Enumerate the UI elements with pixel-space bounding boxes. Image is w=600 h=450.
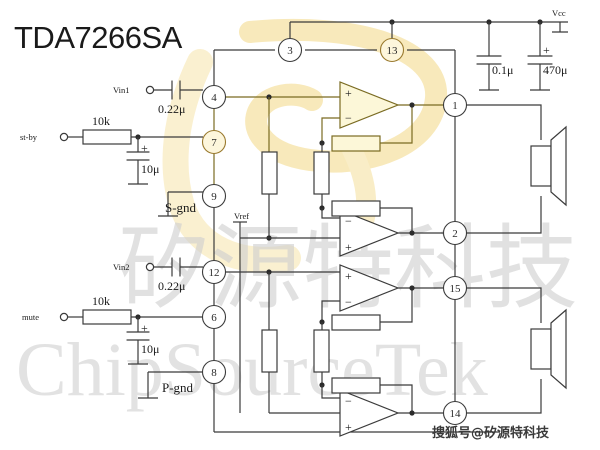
cap-0p1u: 0.1μ	[476, 22, 513, 91]
pin-6[interactable]: 6	[201, 304, 227, 330]
pin-15-number: 15	[450, 283, 462, 295]
pin-13-number: 13	[387, 45, 399, 57]
vref-label: Vref	[234, 211, 249, 221]
opamp-3-minus-input: −	[345, 295, 352, 309]
opamp-1-feedback-resistor	[331, 135, 381, 152]
pin-1-number: 1	[452, 100, 458, 112]
s-gnd-label: S-gnd	[165, 200, 197, 215]
cap-470u-polarity: +	[543, 43, 550, 57]
opamp-1-gain-resistor	[313, 151, 330, 195]
pin-8-number: 8	[211, 367, 217, 379]
watermark-latin-brand: ChipSourceTek	[16, 328, 488, 412]
ground-s-gnd: S-gnd	[158, 191, 203, 217]
pin-2-number: 2	[452, 228, 458, 240]
cap-0p1u-value: 0.1μ	[492, 63, 513, 77]
page-title: TDA7266SA	[14, 20, 183, 55]
pin-4[interactable]: 4	[201, 84, 227, 110]
cap-470u: + 470μ	[527, 22, 567, 91]
pin-row-top	[213, 49, 456, 97]
pin-15[interactable]: 15	[442, 275, 468, 301]
vcc-label: Vcc	[552, 8, 566, 18]
opamp-3-gain-resistor	[313, 329, 330, 373]
junction-dot	[409, 230, 415, 236]
bias-resistor-bottom	[261, 329, 278, 373]
cap-470u-value: 470μ	[543, 63, 567, 77]
opamp-4-feedback-resistor	[331, 377, 381, 394]
speaker-top-cone	[550, 125, 567, 207]
junction-dot	[409, 285, 415, 291]
opamp-3-body	[339, 264, 400, 312]
opamp-2-plus-input: +	[345, 240, 352, 254]
opamp-1-minus-input: −	[345, 111, 352, 125]
speaker-bottom-cone	[550, 308, 567, 390]
mute-resistor-value: 10k	[92, 294, 110, 308]
speaker-bottom-body	[530, 328, 552, 370]
st-by-resistor-value: 10k	[92, 114, 110, 128]
pin-6-number: 6	[211, 312, 217, 324]
pin-14-number: 14	[450, 408, 462, 420]
pin-9-number: 9	[211, 191, 217, 203]
st-by-cap-polarity: +	[141, 141, 148, 155]
mute-terminal-label: mute	[22, 312, 39, 322]
opamp-2: − +	[321, 200, 443, 257]
speaker-bottom	[466, 287, 567, 414]
vin1-cap-value: 0.22μ	[158, 102, 185, 116]
mute-cap-polarity: +	[141, 321, 148, 335]
opamp-3-feedback-resistor	[331, 314, 381, 331]
st-by-cap-value: 10μ	[141, 162, 159, 176]
mute-resistor	[82, 309, 132, 325]
opamp-1-plus-input: +	[345, 86, 352, 100]
opamp-3: + −	[313, 264, 443, 388]
opamp-1-body	[339, 81, 400, 129]
ground-p-gnd: P-gnd	[138, 371, 203, 399]
opamp-2-minus-input: −	[345, 214, 352, 228]
pin-3-number: 3	[287, 45, 293, 57]
opamp-1: + −	[313, 81, 443, 211]
pin-4-number: 4	[211, 92, 217, 104]
watermark-footer-text: 搜狐号@矽源特科技	[432, 425, 550, 441]
vin1-terminal-label: Vin1	[113, 85, 130, 95]
opamp-2-body	[339, 209, 400, 257]
speaker-top-body	[530, 145, 552, 187]
pin-14[interactable]: 14	[442, 400, 468, 426]
speaker-top	[466, 104, 567, 234]
input-st-by[interactable]: st-by 10k + 10μ	[20, 114, 203, 185]
pin-12[interactable]: 12	[201, 259, 227, 285]
mute-terminal[interactable]	[59, 312, 69, 322]
opamp-4-body	[339, 389, 400, 437]
opamp-4: − +	[321, 377, 443, 437]
pin-1[interactable]: 1	[442, 92, 468, 118]
junction-dot	[409, 410, 415, 416]
opamp-4-plus-input: +	[345, 420, 352, 434]
pin-7[interactable]: 7	[201, 129, 227, 155]
opamp-3-plus-input: +	[345, 269, 352, 283]
bias-resistor-top	[261, 151, 278, 195]
vin2-terminal[interactable]	[145, 262, 155, 272]
opamp-2-feedback-resistor	[331, 200, 381, 217]
opamp-4-minus-input: −	[345, 394, 352, 408]
vin2-cap-value: 0.22μ	[158, 279, 185, 293]
pin-9[interactable]: 9	[201, 183, 227, 209]
left-pin-spine	[213, 107, 500, 433]
mute-cap-value: 10μ	[141, 342, 159, 356]
pin-12-number: 12	[209, 267, 220, 279]
junction-dot	[409, 102, 415, 108]
pin-7-number: 7	[211, 137, 217, 149]
vin1-terminal[interactable]	[145, 85, 155, 95]
st-by-resistor	[82, 129, 132, 145]
st-by-terminal[interactable]	[59, 132, 69, 142]
input-vin1[interactable]: Vin1 0.22μ	[113, 80, 203, 116]
vin2-terminal-label: Vin2	[113, 262, 130, 272]
pin-8[interactable]: 8	[201, 359, 227, 385]
watermark-latin-text: ChipSourceTek	[16, 328, 488, 412]
p-gnd-label: P-gnd	[162, 380, 194, 395]
input-mute[interactable]: mute 10k + 10μ	[22, 294, 203, 365]
st-by-terminal-label: st-by	[20, 132, 38, 142]
pin-3[interactable]: 3	[277, 37, 303, 63]
chip-internal-bus: Vref	[224, 94, 340, 414]
pin-13[interactable]: 13	[379, 37, 405, 63]
pin-2[interactable]: 2	[442, 220, 468, 246]
input-vin2[interactable]: Vin2 0.22μ	[113, 257, 203, 293]
